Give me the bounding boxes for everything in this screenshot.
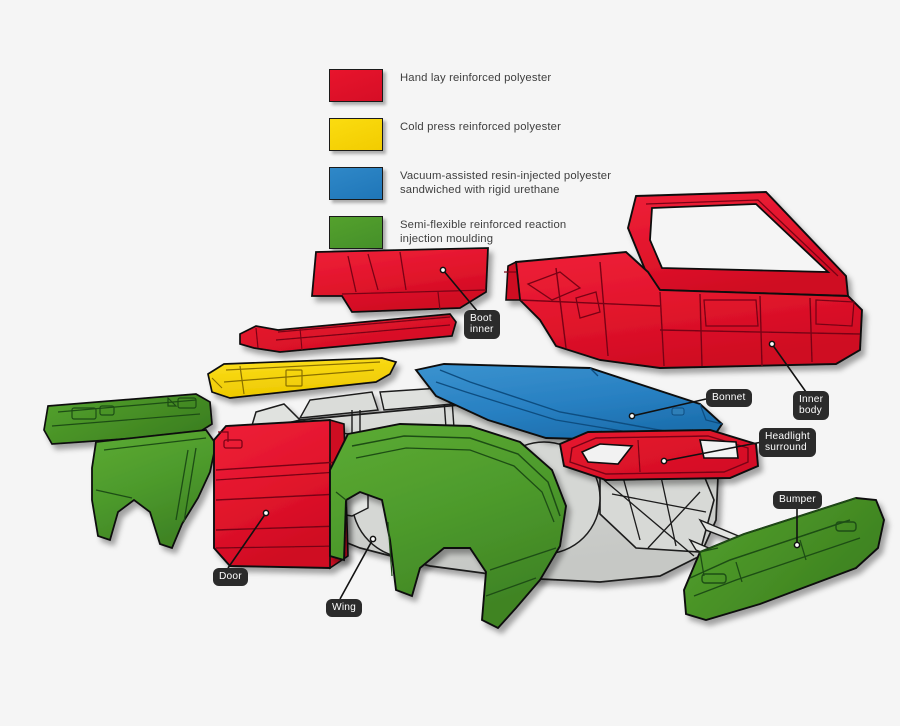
legend-label-hand-lay: Hand lay reinforced polyester: [400, 72, 552, 84]
callout-wing: Wing: [326, 599, 363, 617]
material-legend: Hand lay reinforced polyester Cold press…: [329, 66, 629, 262]
callout-inner-body: Inner body: [793, 391, 830, 421]
legend-swatch-vacuum-assisted: [329, 167, 383, 200]
legend-swatch-cold-press: [329, 118, 383, 151]
legend-item-hand-lay: Hand lay reinforced polyester: [329, 66, 629, 102]
leader-dot-boot-inner: [439, 266, 447, 274]
legend-item-cold-press: Cold press reinforced polyester: [329, 115, 629, 151]
legend-item-semi-flexible-rim: Semi-flexible reinforced reaction inject…: [329, 213, 629, 249]
sill-rail: [239, 313, 457, 353]
leader-dot-bonnet: [628, 412, 636, 420]
leader-dot-headlight-surround: [660, 457, 668, 465]
legend-swatch-hand-lay: [329, 69, 383, 102]
front-wing: [329, 423, 567, 630]
leader-boot-inner: [442, 269, 479, 313]
inner-body-shell: [504, 191, 863, 369]
leader-bonnet: [631, 398, 707, 417]
legend-label-vacuum-assisted: Vacuum-assisted resin-injected polyester…: [400, 170, 612, 196]
bumper-panel: [683, 497, 885, 621]
leader-dot-wing: [369, 535, 377, 543]
leader-dot-inner-body: [768, 340, 776, 348]
leader-door: [227, 512, 267, 569]
headlight-surround-panel: [558, 429, 760, 481]
callout-bonnet: Bonnet: [706, 389, 752, 407]
legend-swatch-semi-flexible-rim: [329, 216, 383, 249]
callout-headlight-surround: Headlight surround: [759, 428, 816, 458]
rear-quarter-left: [91, 429, 217, 550]
cant-rail: [207, 357, 398, 399]
leader-dot-bumper: [793, 541, 801, 549]
leader-wing: [339, 538, 374, 600]
callout-boot-inner: Boot inner: [464, 310, 500, 340]
boot-inner-panel: [311, 247, 489, 313]
callout-door: Door: [213, 568, 248, 586]
legend-label-cold-press: Cold press reinforced polyester: [400, 121, 561, 133]
legend-label-semi-flexible-rim: Semi-flexible reinforced reaction inject…: [400, 219, 567, 245]
rear-sill-left: [43, 393, 213, 445]
legend-item-vacuum-assisted: Vacuum-assisted resin-injected polyester…: [329, 164, 629, 200]
leader-inner-body: [771, 343, 807, 393]
leader-dot-door: [262, 509, 270, 517]
leader-headlight-surround: [663, 441, 763, 462]
callout-bumper: Bumper: [773, 491, 822, 509]
